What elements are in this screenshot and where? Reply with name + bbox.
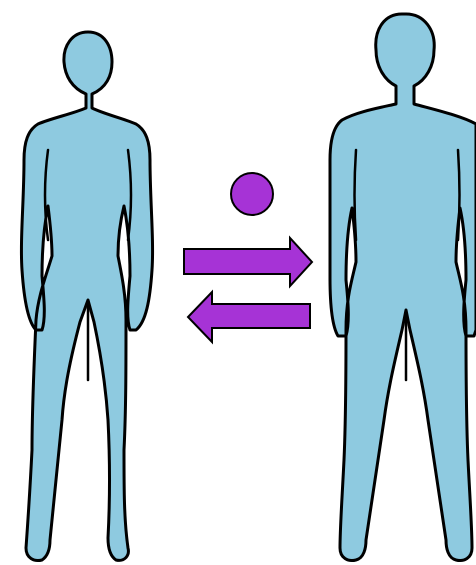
male-figure-icon <box>330 14 476 561</box>
left-arrow-icon <box>188 292 310 342</box>
female-figure-body <box>21 32 152 561</box>
purple-dot-icon <box>231 173 273 215</box>
male-figure-body <box>330 14 476 561</box>
female-figure-icon <box>21 32 152 561</box>
right-arrow-icon <box>184 238 312 286</box>
